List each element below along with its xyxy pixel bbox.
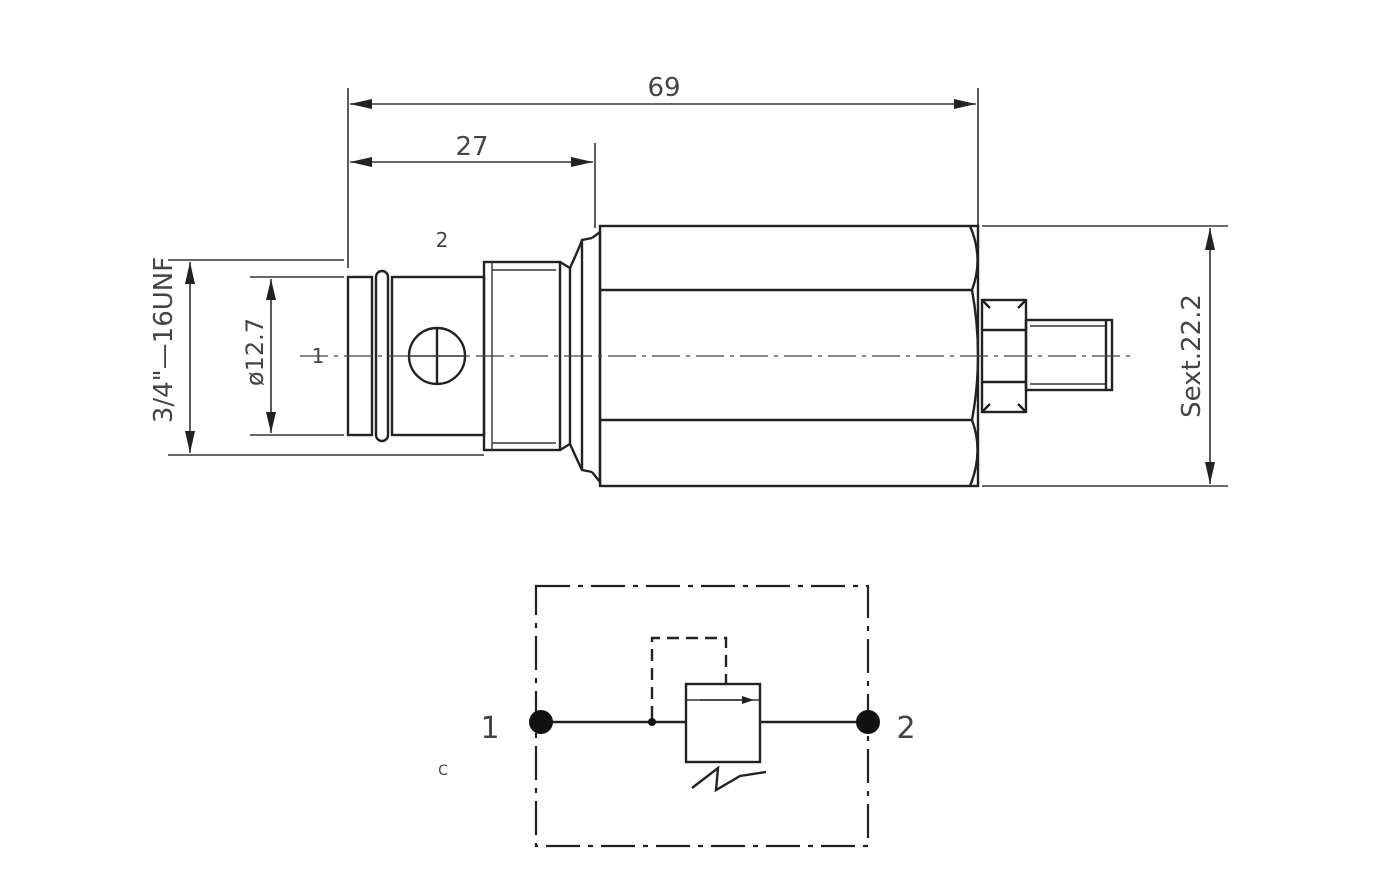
dimension-hex-size: Sext.22.2 xyxy=(982,225,1228,487)
bore-diameter-label: ø12.7 xyxy=(241,318,269,386)
schematic-port-1-label: 1 xyxy=(480,711,499,746)
thread-length-label: 27 xyxy=(455,132,488,162)
spring-symbol xyxy=(691,765,767,793)
dimension-thread-length: 27 xyxy=(350,132,596,228)
schematic-port-2-label: 2 xyxy=(896,711,915,746)
thread-spec-label: 3/4"—16UNF xyxy=(149,257,179,423)
relief-valve-envelope xyxy=(684,682,762,764)
drawing-port-2-label: 2 xyxy=(436,228,449,252)
drawing-port-1-label: 1 xyxy=(312,344,325,368)
overall-length-label: 69 xyxy=(647,73,680,103)
dimension-bore-diameter: ø12.7 xyxy=(241,276,344,436)
dimension-thread-spec: 3/4"—16UNF xyxy=(149,257,484,456)
port-1-node xyxy=(529,710,553,734)
hex-size-label: Sext.22.2 xyxy=(1177,294,1207,418)
schematic-note-label: C xyxy=(438,763,448,779)
hydraulic-schematic xyxy=(529,584,880,848)
schematic-boundary xyxy=(534,584,870,848)
port-2-node xyxy=(856,710,880,734)
dimension-overall-length: 69 xyxy=(347,73,979,268)
